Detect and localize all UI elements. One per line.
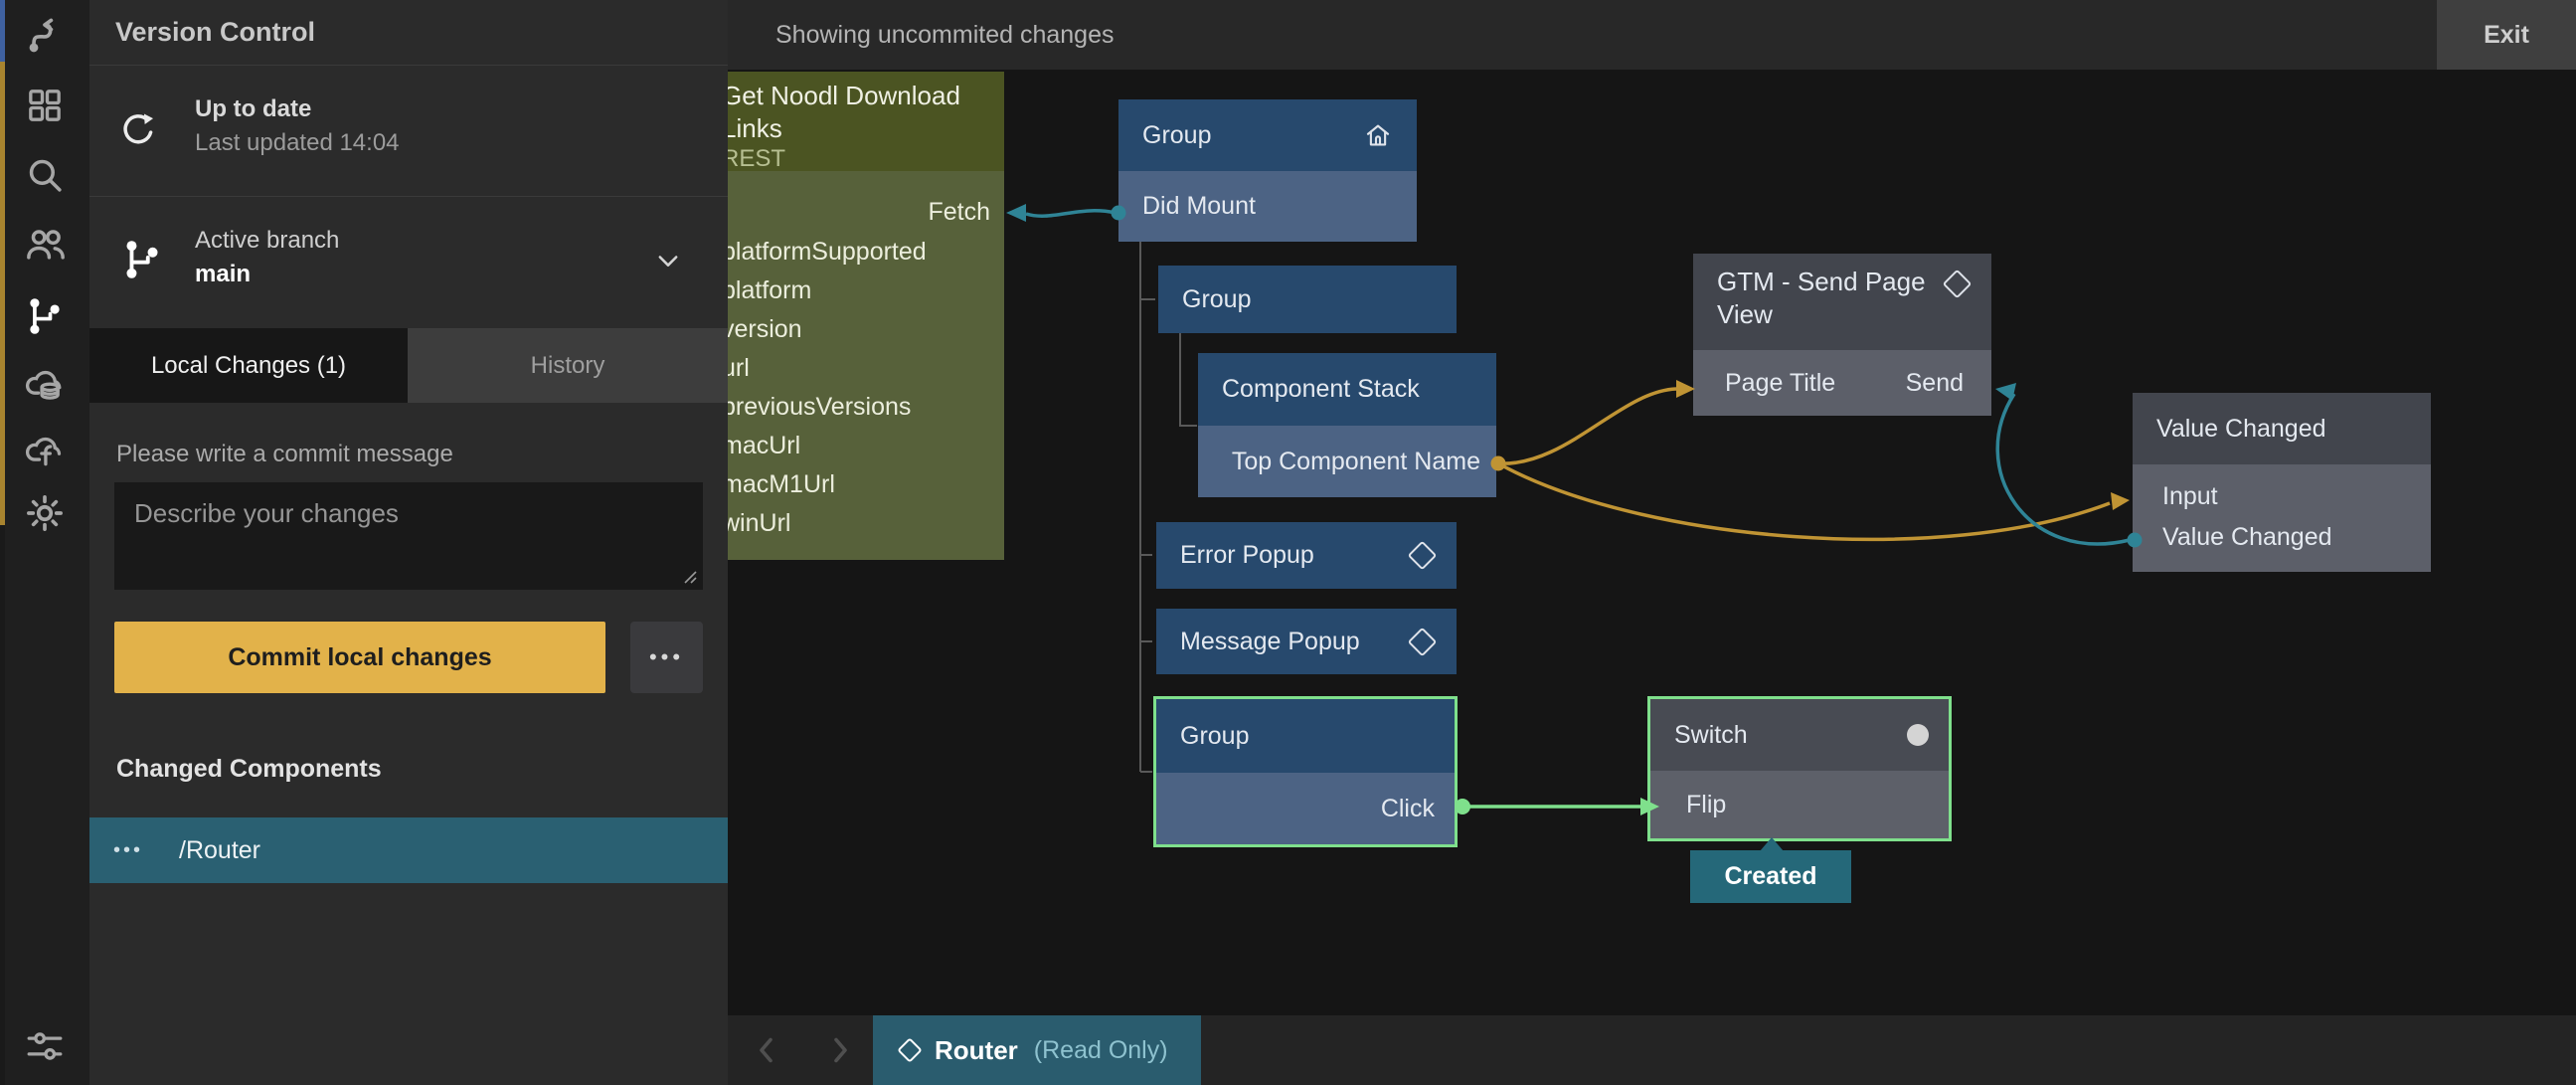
canvas-topbar: Showing uncommited changes Exit [728,0,2576,70]
port-output[interactable]: platformSupported [722,238,927,266]
status-text: Showing uncommited changes [775,20,1115,49]
sync-title: Up to date [195,95,312,122]
components-grid-icon[interactable] [0,82,89,129]
branch-name: main [195,261,252,287]
forward-arrow-icon[interactable] [821,1032,857,1068]
version-control-branch-icon[interactable] [0,292,89,340]
node-error-popup[interactable]: Error Popup [1156,522,1457,589]
port-output[interactable]: version [722,315,802,343]
node-title: Get Noodl Download Links [722,81,960,143]
node-title: GTM - Send Page View [1717,267,1926,329]
commit-button[interactable]: Commit local changes [114,622,605,693]
more-options-button[interactable]: ••• [630,622,703,693]
window-edge-strip [0,0,5,1085]
search-icon[interactable] [0,151,89,199]
settings-gear-icon[interactable] [0,489,89,537]
tab-title: Router [935,1034,1018,1065]
tab-history[interactable]: History [408,328,728,403]
node-component-stack[interactable]: Component Stack Top Component Name [1198,353,1496,497]
node-group-root[interactable]: Group Did Mount [1118,99,1417,242]
changed-component-label: /Router [179,835,260,864]
sync-status-row[interactable]: Up to date Last updated 14:04 [89,66,728,197]
component-diamond-icon [1942,269,1973,299]
node-title: Error Popup [1180,541,1314,569]
collaborators-users-icon[interactable] [0,221,89,269]
changed-components-heading: Changed Components [116,755,382,783]
component-diamond-icon [1407,627,1438,656]
panel-tabs: Local Changes (1) History [89,328,728,403]
node-switch[interactable]: Switch Flip [1647,696,1952,841]
port-output[interactable]: macM1Url [722,470,835,498]
cloud-functions-icon[interactable] [0,426,89,473]
commit-message-box [114,482,703,590]
commit-message-prompt: Please write a commit message [116,441,453,467]
node-title: Switch [1674,720,1748,749]
commit-message-input[interactable] [114,482,703,590]
version-control-panel: Version Control Up to date Last updated … [89,0,728,1085]
status-dot [1907,724,1929,746]
active-branch-row[interactable]: Active branch main [89,197,728,328]
component-dots-icon: ••• [113,838,144,861]
port-click[interactable]: Click [1380,794,1435,822]
port-page-title[interactable]: Page Title [1725,368,1836,397]
port-output[interactable]: platform [722,276,812,304]
changed-component-row[interactable]: ••• /Router [89,817,728,883]
node-title: Component Stack [1222,375,1420,403]
cloud-data-icon[interactable] [0,360,89,408]
tab-local-changes[interactable]: Local Changes (1) [89,328,408,403]
component-diamond-icon [1407,540,1438,571]
back-arrow-icon[interactable] [750,1032,785,1068]
port-did-mount[interactable]: Did Mount [1142,192,1256,220]
commit-actions: Commit local changes ••• [114,622,728,693]
node-title: Value Changed [2156,414,2326,443]
port-value-changed[interactable]: Value Changed [2162,523,2332,551]
created-badge: Created [1690,837,1851,903]
port-top-component-name[interactable]: Top Component Name [1231,447,1480,475]
sync-subtitle: Last updated 14:04 [195,129,400,156]
refresh-icon[interactable] [117,109,159,151]
node-title: Group [1142,120,1212,149]
node-subtitle: REST [722,145,786,172]
node-title: Group [1180,721,1250,750]
filter-sliders-icon[interactable] [0,1022,89,1070]
branch-icon [126,241,158,278]
port-output[interactable]: macUrl [722,432,801,459]
port-flip[interactable]: Flip [1686,790,1727,818]
node-title: Group [1182,284,1252,313]
node-group-2[interactable]: Group [1158,266,1457,333]
app-sidebar [0,0,89,1085]
panel-title: Version Control [89,0,728,66]
node-gtm-send-page-view[interactable]: GTM - Send Page View Page Title Send [1693,254,1991,416]
home-icon [1366,124,1390,146]
exit-button[interactable]: Exit [2437,0,2576,70]
node-title: Message Popup [1180,627,1360,655]
tab-readonly-label: (Read Only) [1033,1035,1168,1064]
node-value-changed[interactable]: Value Changed Input Value Changed [2133,393,2431,572]
port-output[interactable]: previousVersions [722,393,912,421]
resize-handle[interactable] [681,568,699,586]
nodes-route-icon[interactable] [0,12,89,60]
branch-label: Active branch [195,227,340,254]
node-message-popup[interactable]: Message Popup [1156,609,1457,674]
port-fetch[interactable]: Fetch [928,197,990,226]
canvas-bottombar: Router (Read Only) [728,1015,2576,1085]
port-input[interactable]: Input [2162,482,2218,510]
tab-router[interactable]: Router (Read Only) [873,1015,1201,1085]
port-output[interactable]: winUrl [722,509,791,537]
port-send[interactable]: Send [1905,368,1964,397]
chevron-down-icon[interactable] [654,247,682,274]
node-group-selected[interactable]: Group Click [1153,696,1458,847]
component-diamond-icon [897,1037,923,1063]
